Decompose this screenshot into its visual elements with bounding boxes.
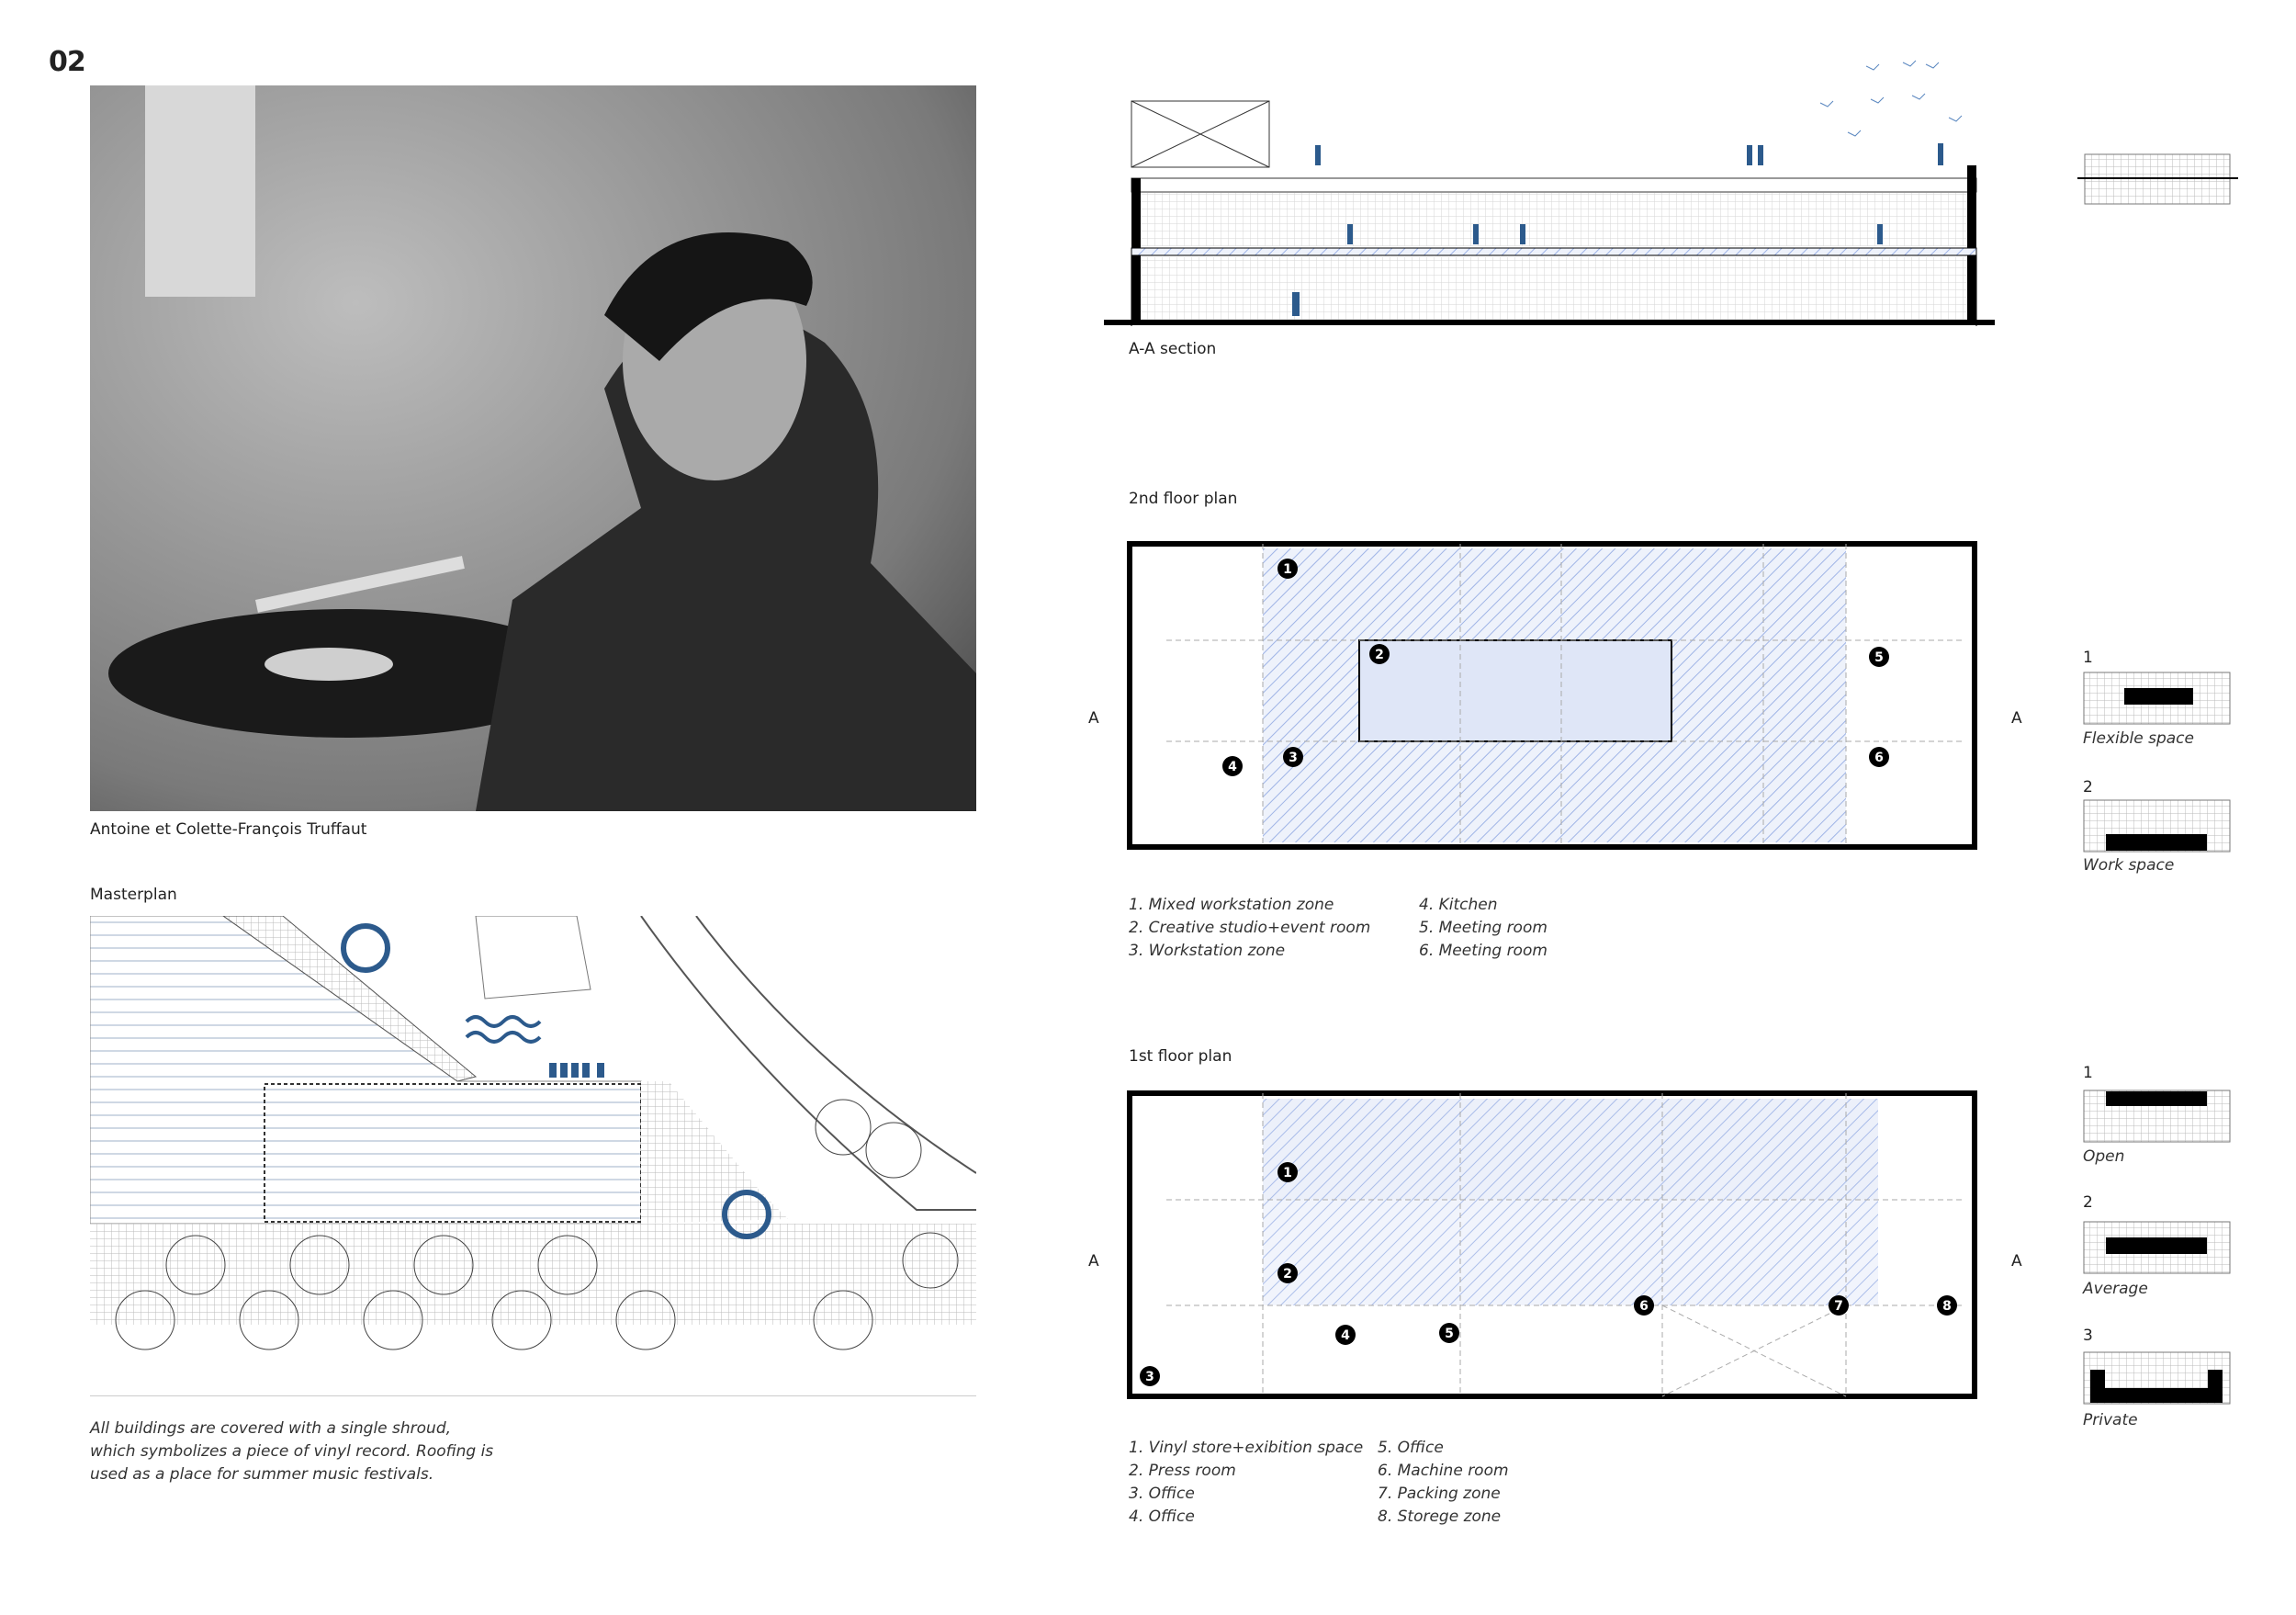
legend-item: 5. Office	[1378, 1439, 1444, 1457]
marker-2: 2	[1283, 1267, 1292, 1282]
legend-item: 4. Kitchen	[1419, 896, 1498, 914]
room-markers	[1140, 1162, 1957, 1386]
marker-3: 3	[1145, 1370, 1154, 1384]
legend-item: 2. Press room	[1129, 1462, 1236, 1480]
lower-level-glazing	[1141, 257, 1967, 320]
plaza	[90, 1224, 976, 1325]
wave-symbol	[465, 1015, 542, 1044]
diagram-label: Average	[2083, 1280, 2148, 1298]
circle-marker	[722, 1190, 771, 1239]
diagram-label: Work space	[2083, 856, 2175, 875]
diagram-label: Private	[2083, 1411, 2138, 1429]
section-title: A-A section	[1129, 340, 1217, 358]
legend-item: 6. Machine room	[1378, 1462, 1509, 1480]
marker-7: 7	[1834, 1299, 1843, 1314]
forecourt	[641, 1081, 788, 1224]
legend-item: 3. Workstation zone	[1129, 942, 1286, 960]
first-floor-legend-left: 1. Vinyl store+exibition space 2. Press …	[1129, 1437, 1363, 1529]
diagram-number: 2	[2083, 1193, 2093, 1212]
press-room-zone	[1263, 1099, 1878, 1305]
legend-item: 3. Office	[1129, 1485, 1195, 1503]
people-figures	[1292, 143, 1943, 316]
speaker-shape	[145, 85, 255, 297]
private-diagram	[2083, 1351, 2231, 1405]
marker-3: 3	[1289, 751, 1298, 765]
legend-item: 6. Meeting room	[1419, 942, 1548, 960]
page-number: 02	[49, 46, 86, 78]
diagram-label: Open	[2083, 1147, 2125, 1166]
ramp	[222, 916, 478, 1082]
marker-6: 6	[1639, 1299, 1649, 1314]
first-floor-title: 1st floor plan	[1129, 1047, 1232, 1066]
road-edge-2	[695, 916, 976, 1174]
masterplan-title: Masterplan	[90, 886, 177, 904]
first-floor-legend-right: 5. Office 6. Machine room 7. Packing zon…	[1378, 1437, 1509, 1529]
marker-4: 4	[1341, 1328, 1350, 1343]
legend-item: 2. Creative studio+event room	[1129, 919, 1371, 937]
grid-lines	[1166, 544, 1965, 847]
second-floor-plan: A A 1 2 3 4 5 6	[1088, 541, 2022, 850]
marker-5: 5	[1445, 1327, 1454, 1341]
average-diagram	[2083, 1221, 2231, 1274]
section-mark-left: A	[1088, 1252, 1099, 1271]
marker-6: 6	[1874, 751, 1884, 765]
open-diagram	[2083, 1090, 2231, 1143]
wall-right	[1967, 165, 1976, 322]
second-floor-title: 2nd floor plan	[1129, 490, 1238, 508]
section-mark-left: A	[1088, 709, 1099, 728]
bench-group	[549, 1063, 604, 1078]
section-mark-right: A	[2011, 709, 2022, 728]
diagram-label: Flexible space	[2083, 729, 2194, 748]
marker-5: 5	[1874, 650, 1884, 665]
marker-8: 8	[1942, 1299, 1952, 1314]
room-markers	[1222, 559, 1889, 776]
photo-truffaut	[90, 85, 976, 811]
description-line: All buildings are covered with a single …	[90, 1419, 452, 1438]
diagram-number: 3	[2083, 1327, 2093, 1345]
first-floor-plan: A A 1 2 3 4 5 6 7 8	[1088, 1090, 2022, 1399]
upper-level-glazing	[1141, 193, 1967, 246]
tonearm	[255, 556, 465, 613]
second-floor-legend-right: 4. Kitchen 5. Meeting room 6. Meeting ro…	[1419, 894, 1548, 963]
legend-item: 1. Mixed workstation zone	[1129, 896, 1334, 914]
description-line: used as a place for summer music festiva…	[90, 1465, 434, 1484]
rooftop-structure	[1131, 100, 1270, 168]
masterplan-description: All buildings are covered with a single …	[90, 1417, 493, 1486]
legend-item: 7. Packing zone	[1378, 1485, 1501, 1503]
flexible-space-diagram	[2083, 672, 2231, 725]
legend-item: 8. Storege zone	[1378, 1508, 1502, 1526]
marker-1: 1	[1283, 1166, 1292, 1180]
masterplan-drawing	[90, 916, 976, 1396]
description-line: which symbolizes a piece of vinyl record…	[90, 1442, 494, 1461]
photo-illustration	[108, 85, 976, 811]
diagram-number: 1	[2083, 1064, 2093, 1082]
marker-1: 1	[1283, 562, 1292, 577]
legend-item: 5. Meeting room	[1419, 919, 1548, 937]
legend-item: 1. Vinyl store+exibition space	[1129, 1439, 1364, 1457]
circle-marker	[341, 923, 390, 973]
section-drawing	[1104, 60, 1995, 326]
work-space-diagram	[2083, 799, 2231, 853]
marker-2: 2	[1375, 648, 1384, 662]
roof-slab	[1131, 177, 1977, 193]
second-floor-legend-left: 1. Mixed workstation zone 2. Creative st…	[1129, 894, 1370, 963]
trees	[115, 1099, 959, 1350]
legend-item: 4. Office	[1129, 1508, 1195, 1526]
road-edge	[640, 916, 976, 1211]
section-mark-right: A	[2011, 1252, 2022, 1271]
photo-caption: Antoine et Colette-François Truffaut	[90, 820, 367, 839]
diagram-number: 2	[2083, 778, 2093, 796]
marker-4: 4	[1228, 760, 1237, 774]
creative-studio	[1358, 639, 1672, 742]
ground-line	[1104, 320, 1995, 325]
mid-slab	[1131, 247, 1977, 256]
neighbor-building	[475, 916, 591, 999]
birds	[1819, 60, 1963, 137]
person-figure	[476, 306, 976, 811]
record-label	[264, 648, 393, 681]
section-key-diagram	[2077, 153, 2238, 205]
hair	[604, 232, 813, 361]
diagram-number: 1	[2083, 649, 2093, 667]
rooftop-bracing	[1131, 100, 1270, 168]
